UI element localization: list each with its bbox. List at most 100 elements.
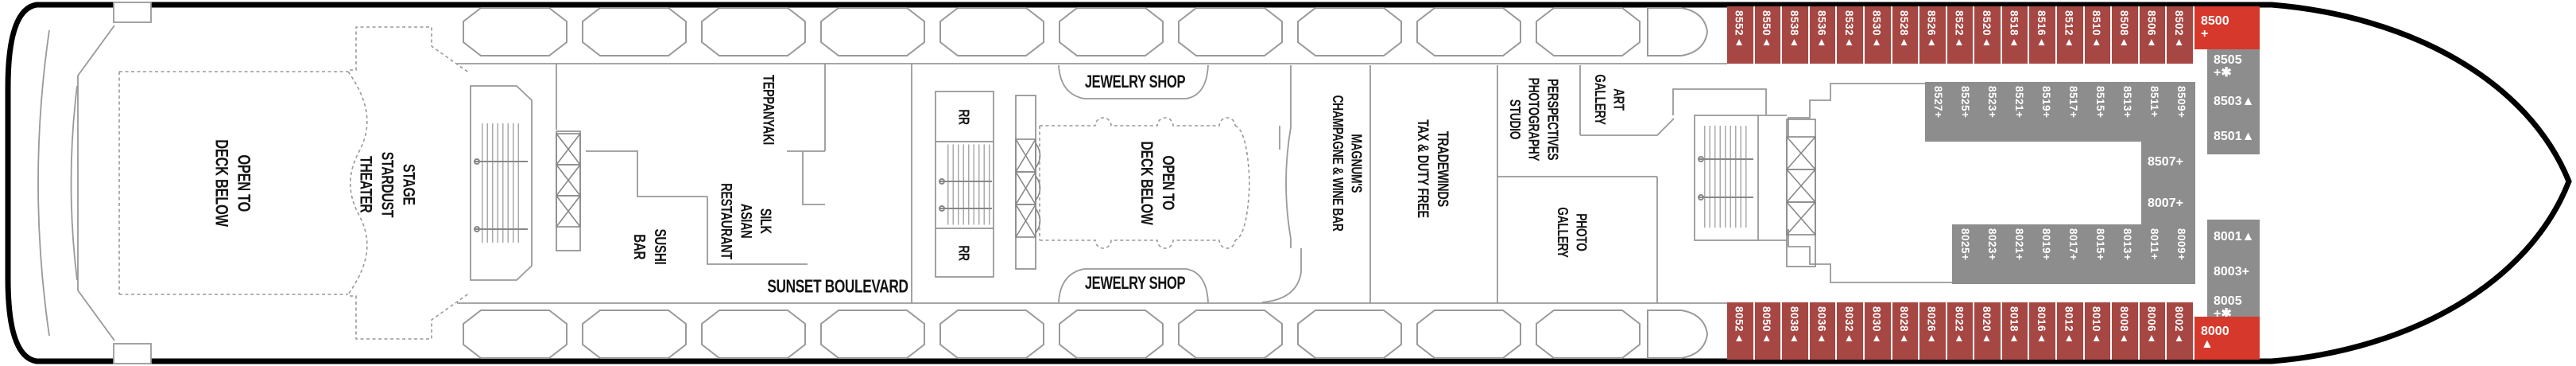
cabin-8022: 8022▲ xyxy=(1947,302,1975,360)
cabin-8530: 8530▲ xyxy=(1864,6,1892,64)
cabin-number-line: 8503▲ xyxy=(2214,95,2255,108)
venue-label-line: MAGNUM'S xyxy=(1348,134,1365,193)
venue-label-line: GALLERY xyxy=(1554,207,1571,258)
cabin-8519: 8519+ xyxy=(2033,82,2060,142)
cabin-8522: 8522▲ xyxy=(1947,6,1975,64)
lifeboats xyxy=(463,7,1709,359)
cabin-8000: 8000▲ xyxy=(2194,317,2260,360)
cabin-8012: 8012▲ xyxy=(2057,302,2085,360)
venue-teppanyaki: TEPPANYAKI xyxy=(759,75,779,145)
venue-label-line: SUSHI xyxy=(651,228,670,265)
venue-label-line: OPEN TO xyxy=(1158,155,1179,211)
cabin-8011: 8011+ xyxy=(2141,224,2168,284)
cabin-8021: 8021+ xyxy=(2006,224,2033,284)
venue-label-line: ART xyxy=(1610,88,1627,111)
cabin-8019: 8019+ xyxy=(2033,224,2060,284)
venue-label-line: CHAMPAGNE & WINE BAR xyxy=(1329,95,1346,232)
lifeboat-icon xyxy=(701,7,806,56)
lifeboat-icon xyxy=(1059,7,1164,56)
tender-boat-icon xyxy=(1647,7,1709,56)
lifeboat-icon xyxy=(1178,7,1283,56)
lifeboat-icon xyxy=(820,7,925,56)
venue-restroom-aft: RR xyxy=(954,109,973,124)
venue-label-line: BAR xyxy=(630,234,650,259)
venue-label-line: RESTAURANT xyxy=(718,183,736,259)
cabin-8052: 8052▲ xyxy=(1727,302,1755,360)
lifeboat-icon xyxy=(820,310,925,359)
elevator-bank-icon xyxy=(1015,95,1041,270)
cabin-number-line: 8505 xyxy=(2214,53,2242,67)
interior-walls xyxy=(457,63,1952,304)
cabin-8525: 8525+ xyxy=(1952,82,1979,142)
cabin-8015: 8015+ xyxy=(2087,224,2114,284)
elevator-bank-icon xyxy=(1786,119,1816,267)
cabin-number-line: 8500 xyxy=(2201,14,2229,28)
cabin-8515: 8515+ xyxy=(2087,82,2114,142)
cabin-8050: 8050▲ xyxy=(1754,302,1783,360)
cabin-number-line: 8001▲ xyxy=(2214,230,2255,243)
venue-label-line: PHOTOGRAPHY xyxy=(1525,77,1542,162)
venue-label-line: DECK BELOW xyxy=(211,139,232,227)
cabin-8017: 8017+ xyxy=(2060,224,2087,284)
cabin-8506: 8506▲ xyxy=(2139,6,2167,64)
cabin-number-line: 8000 xyxy=(2201,325,2229,338)
cabin-8025: 8025+ xyxy=(1952,224,1979,284)
venue-restroom-fwd: RR xyxy=(954,245,973,260)
venue-label-line: ASIAN xyxy=(737,204,756,239)
lifeboat-icon xyxy=(939,310,1044,359)
lifeboat-icon xyxy=(1416,7,1521,56)
cabin-8502: 8502▲ xyxy=(2167,6,2195,64)
cabin-8500: 8500+ xyxy=(2194,6,2260,49)
stern-promenade-lines xyxy=(37,2,152,364)
cabin-number-line: 8501▲ xyxy=(2214,130,2255,143)
cabin-8528: 8528▲ xyxy=(1892,6,1920,64)
cabin-8036: 8036▲ xyxy=(1809,302,1838,360)
lifeboat-icon xyxy=(1059,310,1164,359)
venue-label-line: TEPPANYAKI xyxy=(759,75,778,145)
cabin-8501: 8501▲ xyxy=(2207,119,2260,154)
stair-treads xyxy=(474,123,1753,243)
lifeboat-icon xyxy=(463,310,567,359)
venue-label-line: RR xyxy=(955,109,972,125)
cabin-8538: 8538▲ xyxy=(1782,6,1810,64)
cabin-8028: 8028▲ xyxy=(1892,302,1920,360)
cabin-8038: 8038▲ xyxy=(1782,302,1810,360)
venue-label-line: DECK BELOW xyxy=(1137,141,1157,225)
venue-jewelry-shop-starboard: JEWELRY SHOP xyxy=(1085,273,1186,294)
venue-label-line: THEATER xyxy=(356,156,376,213)
cabin-8032: 8032▲ xyxy=(1837,302,1865,360)
cabin-number-line: + xyxy=(2201,27,2209,41)
lifeboat-icon xyxy=(582,7,687,56)
venue-label-line: SUNSET BOULEVARD xyxy=(767,276,908,298)
cabin-8503: 8503▲ xyxy=(2207,84,2260,119)
cabin-8516: 8516▲ xyxy=(2029,6,2058,64)
cabin-8507: 8507+ xyxy=(2141,142,2195,183)
cabin-8007: 8007+ xyxy=(2141,183,2195,224)
venue-label-line: STARDUST xyxy=(378,151,397,218)
lifeboat-icon xyxy=(1178,310,1283,359)
cabin-8521: 8521+ xyxy=(2006,82,2033,142)
cabin-8009: 8009+ xyxy=(2168,224,2195,284)
lifeboat-icon xyxy=(1297,310,1402,359)
cabin-8517: 8517+ xyxy=(2060,82,2087,142)
cabin-8016: 8016▲ xyxy=(2029,302,2058,360)
venue-label-line: STUDIO xyxy=(1506,99,1524,140)
cabin-8020: 8020▲ xyxy=(1974,302,2002,360)
cabin-number-line: ▲ xyxy=(2201,337,2214,351)
cabin-8003: 8003+ xyxy=(2207,255,2260,290)
cabin-8023: 8023+ xyxy=(1979,224,2006,284)
venue-label-line: OPEN TO xyxy=(234,154,254,212)
cabin-8518: 8518▲ xyxy=(2001,6,2030,64)
venue-label-line: TRADEWINDS xyxy=(1434,130,1452,207)
hull-outline xyxy=(5,2,2572,364)
cabin-8030: 8030▲ xyxy=(1864,302,1892,360)
lifeboat-icon xyxy=(582,310,687,359)
cabin-8002: 8002▲ xyxy=(2167,302,2195,360)
cabin-8550: 8550▲ xyxy=(1754,6,1783,64)
